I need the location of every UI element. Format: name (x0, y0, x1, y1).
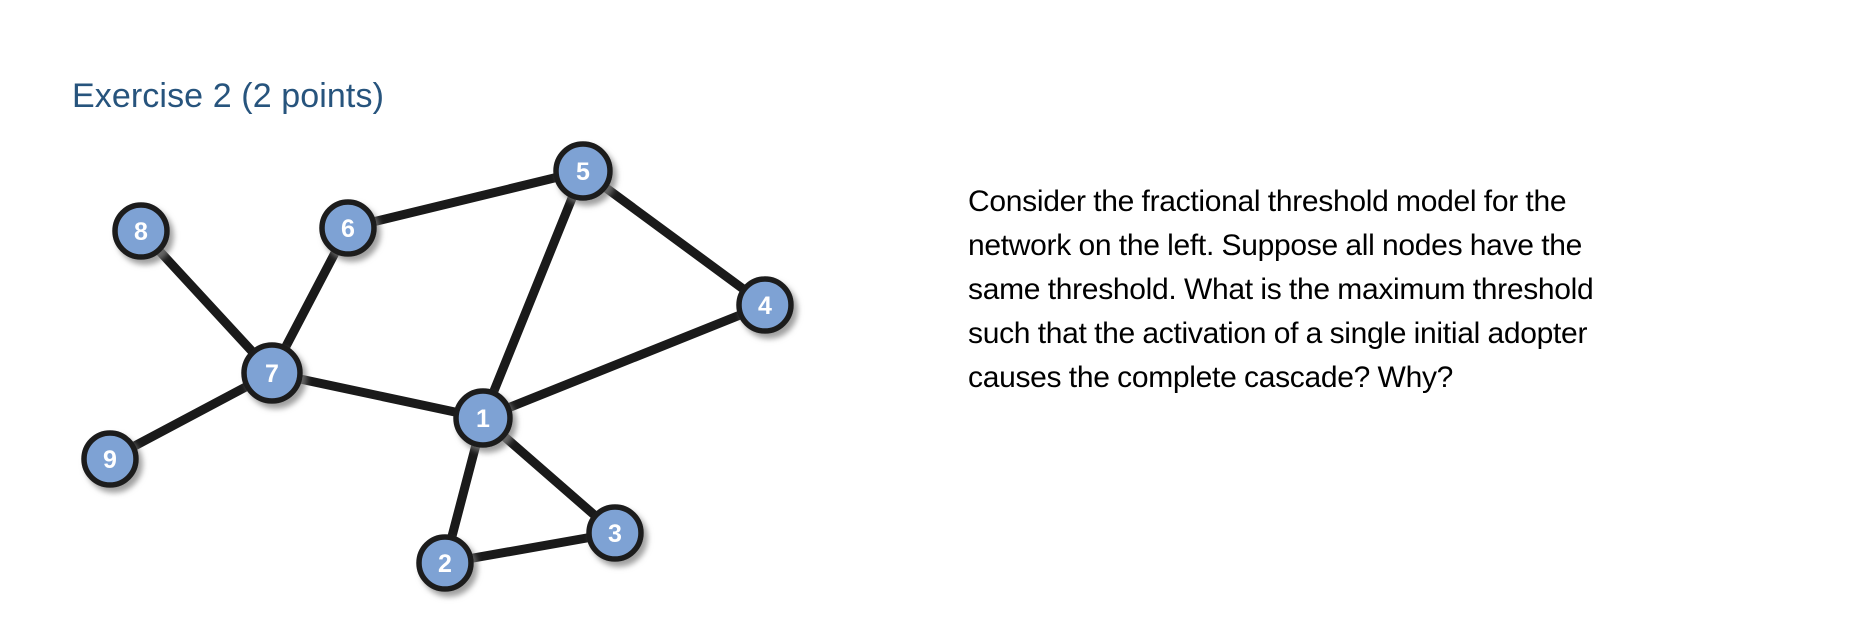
question-line: such that the activation of a single ini… (968, 317, 1588, 350)
page-title: Exercise 2 (2 points) (72, 77, 385, 115)
graph-edge-2-3 (440, 528, 620, 568)
graph-edge-8-7 (136, 226, 277, 378)
graph-edge-5-1 (478, 166, 588, 423)
graph-node-9[interactable]: 9 (81, 430, 139, 488)
graph-node-circle-4[interactable] (736, 276, 794, 334)
graph-node-label-9: 9 (103, 446, 117, 474)
graph-node-label-8: 8 (134, 218, 148, 246)
question-line: same threshold. What is the maximum thre… (968, 273, 1594, 306)
graph-node-6[interactable]: 6 (319, 199, 377, 257)
graph-node-label-1: 1 (476, 405, 490, 433)
network-graph-figure: 1 2 3 4 5 6 7 8 9 (0, 0, 900, 644)
graph-node-7[interactable]: 7 (241, 342, 303, 404)
network-graph-svg: 1 2 3 4 5 6 7 8 9 (81, 141, 794, 592)
question-text-block: Consider the fractional threshold model … (968, 180, 1608, 400)
graph-node-4[interactable]: 4 (736, 276, 794, 334)
graph-edge-5-4 (578, 166, 770, 310)
graph-node-circle-5[interactable] (553, 141, 613, 201)
graph-node-circle-3[interactable] (586, 504, 644, 562)
graph-edge-4-1 (478, 300, 770, 423)
graph-node-8[interactable]: 8 (112, 202, 170, 260)
question-line: Consider the fractional threshold model … (968, 185, 1567, 218)
graph-node-label-7: 7 (265, 360, 279, 388)
graph-node-5[interactable]: 5 (553, 141, 613, 201)
graph-node-circle-7[interactable] (241, 342, 303, 404)
question-line: network on the left. Suppose all nodes h… (968, 229, 1582, 262)
graph-node-circle-6[interactable] (319, 199, 377, 257)
graph-edge-7-1 (267, 368, 488, 423)
graph-node-circle-8[interactable] (112, 202, 170, 260)
node-layer: 1 2 3 4 5 6 7 8 9 (81, 141, 794, 592)
graph-node-label-4: 4 (758, 292, 772, 320)
graph-node-1[interactable]: 1 (453, 388, 513, 448)
graph-node-circle-2[interactable] (416, 534, 474, 592)
edge-layer (105, 166, 770, 568)
question-line: causes the complete cascade? Why? (968, 361, 1454, 394)
graph-node-2[interactable]: 2 (416, 534, 474, 592)
graph-node-label-3: 3 (608, 520, 622, 548)
graph-node-label-6: 6 (341, 215, 355, 243)
graph-node-circle-9[interactable] (81, 430, 139, 488)
graph-node-label-2: 2 (438, 550, 452, 578)
graph-node-label-5: 5 (576, 158, 590, 186)
graph-node-circle-1[interactable] (453, 388, 513, 448)
graph-edge-6-5 (343, 166, 588, 233)
graph-node-3[interactable]: 3 (586, 504, 644, 562)
